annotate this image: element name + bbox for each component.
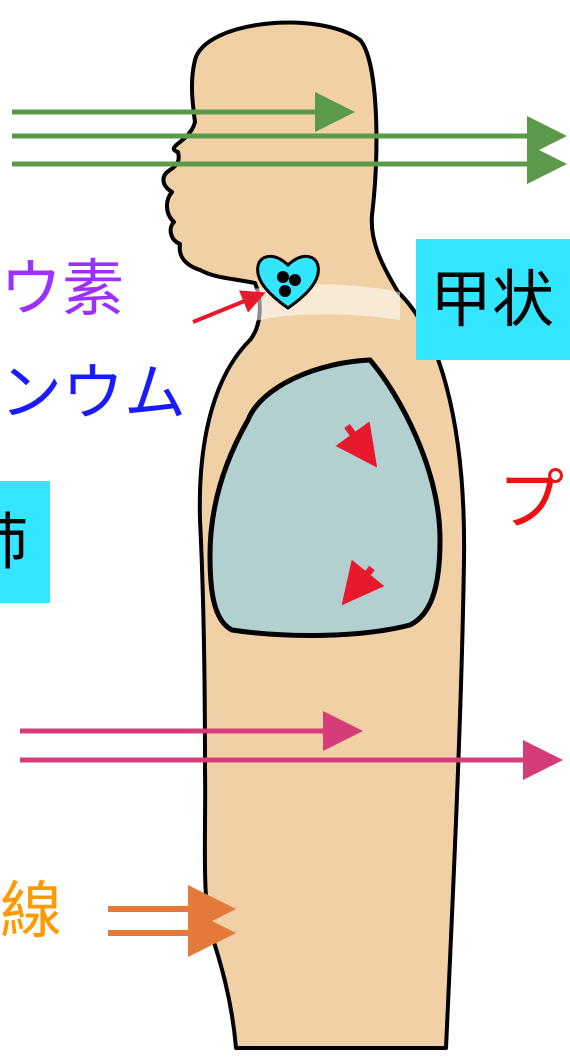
thyroid-dot — [279, 285, 291, 297]
label-ray: 線 — [0, 880, 62, 942]
thyroid-dot — [289, 274, 301, 286]
label-thyroid: 甲状 — [430, 269, 554, 331]
thyroid-dot — [277, 271, 289, 283]
lung-label-box: 肺 — [0, 481, 50, 603]
label-ium: ンウム — [0, 362, 186, 424]
thyroid-label-box: 甲状 — [416, 239, 570, 360]
label-pu: プ — [498, 468, 564, 534]
label-iodine: ウ素 — [0, 258, 124, 320]
label-lung: 肺 — [0, 511, 28, 573]
